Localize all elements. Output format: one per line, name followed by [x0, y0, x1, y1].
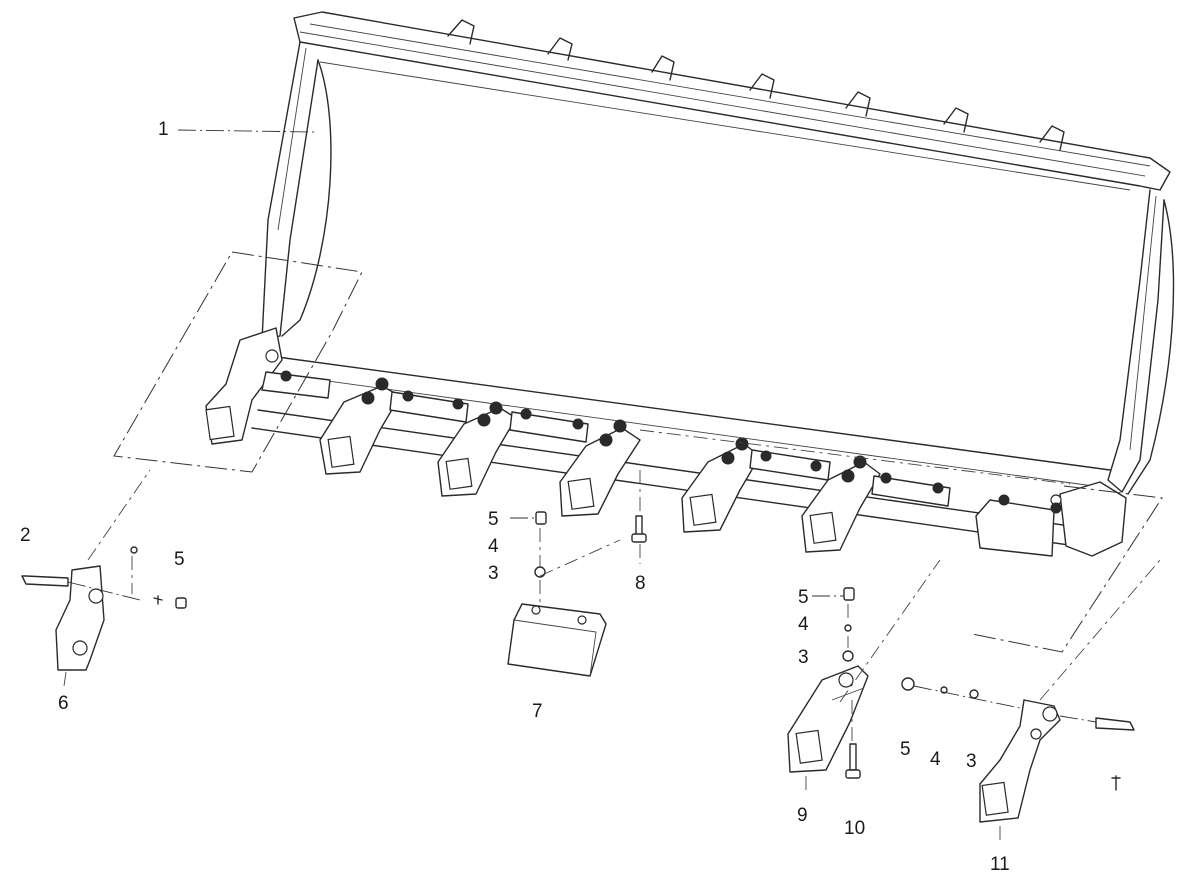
callout-5-center: 5	[488, 509, 499, 530]
callout-10: 10	[844, 818, 866, 839]
leader-lines	[177, 129, 844, 597]
callout-4-right: 4	[798, 614, 809, 635]
callout-3-center: 3	[488, 563, 499, 584]
part-7-edge-segment	[507, 511, 621, 677]
callout-4-center: 4	[488, 536, 499, 557]
callout-9: 9	[797, 805, 808, 826]
callout-6: 6	[58, 693, 69, 714]
callout-5-far-right: 5	[900, 739, 911, 760]
callout-1: 1	[158, 119, 169, 140]
callout-5-right: 5	[798, 587, 809, 608]
bucket-teeth	[319, 377, 881, 553]
callout-2: 2	[20, 525, 31, 546]
callout-11: 11	[990, 854, 1010, 875]
callout-8: 8	[635, 573, 646, 594]
edge-segments	[261, 370, 1062, 557]
callout-4-far-right: 4	[930, 749, 941, 770]
callout-7: 7	[532, 701, 543, 722]
part-10-bolt	[845, 700, 861, 779]
part-8-bolt	[631, 470, 647, 564]
callout-5-left: 5	[174, 549, 185, 570]
callout-3-right: 3	[798, 647, 809, 668]
callout-3-far-right: 3	[966, 751, 977, 772]
part-6-left-side-cutter	[21, 469, 187, 687]
part-11-right-side-cutter	[901, 559, 1161, 840]
bucket-body	[113, 11, 1175, 653]
part-9-tooth	[787, 559, 941, 790]
